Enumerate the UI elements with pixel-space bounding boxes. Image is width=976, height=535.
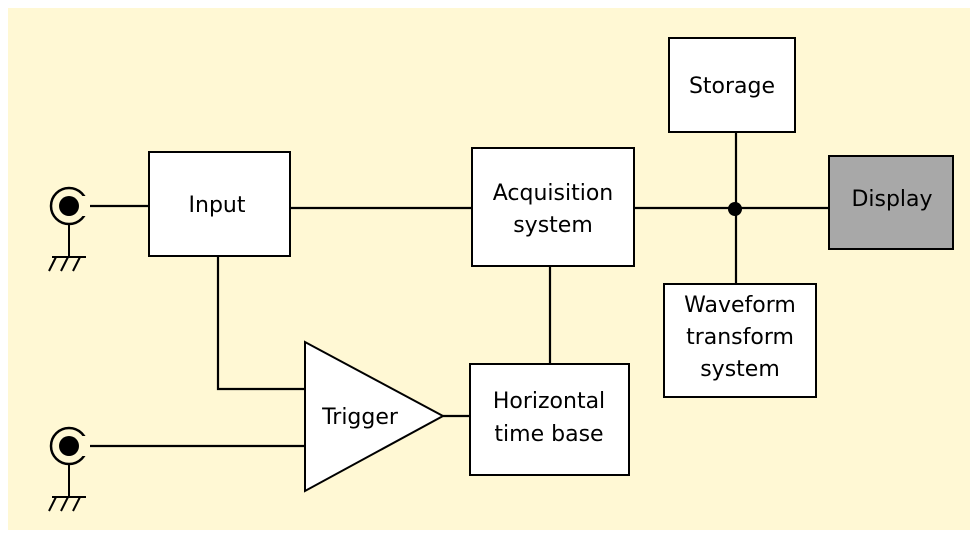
display-block: Display [828,155,954,250]
signal-input-connector [48,186,90,272]
waveform-label-line-2: transform [686,325,794,350]
acquisition-system-block: Acquisition system [471,147,635,267]
horizontal-label-line-2: time base [494,422,603,447]
waveform-label-line-1: Waveform [684,293,796,318]
bnc-connector-icon [49,426,90,466]
acquisition-label-line-2: system [513,213,593,238]
trigger-label-line-1: Trigger [321,405,399,430]
trigger-input-connector [48,426,90,512]
ground-icon [48,224,86,272]
storage-block: Storage [668,37,796,133]
trigger-amplifier: Trigger [304,340,446,493]
wire-input-to-trigger [216,256,305,391]
ground-icon [48,464,86,512]
horizontal-time-base-block: Horizontal time base [469,363,630,476]
connection-wires [86,132,830,448]
acquisition-label-line-1: Acquisition [493,181,614,206]
input-block: Input [148,151,291,257]
storage-label-line-1: Storage [689,74,775,99]
waveform-label-line-3: system [700,357,780,382]
horizontal-label-line-1: Horizontal [493,389,605,414]
display-label-line-1: Display [851,187,932,212]
waveform-transform-block: Waveform transform system [663,283,817,398]
input-label-line-1: Input [189,193,246,218]
junction-dot [728,202,742,216]
